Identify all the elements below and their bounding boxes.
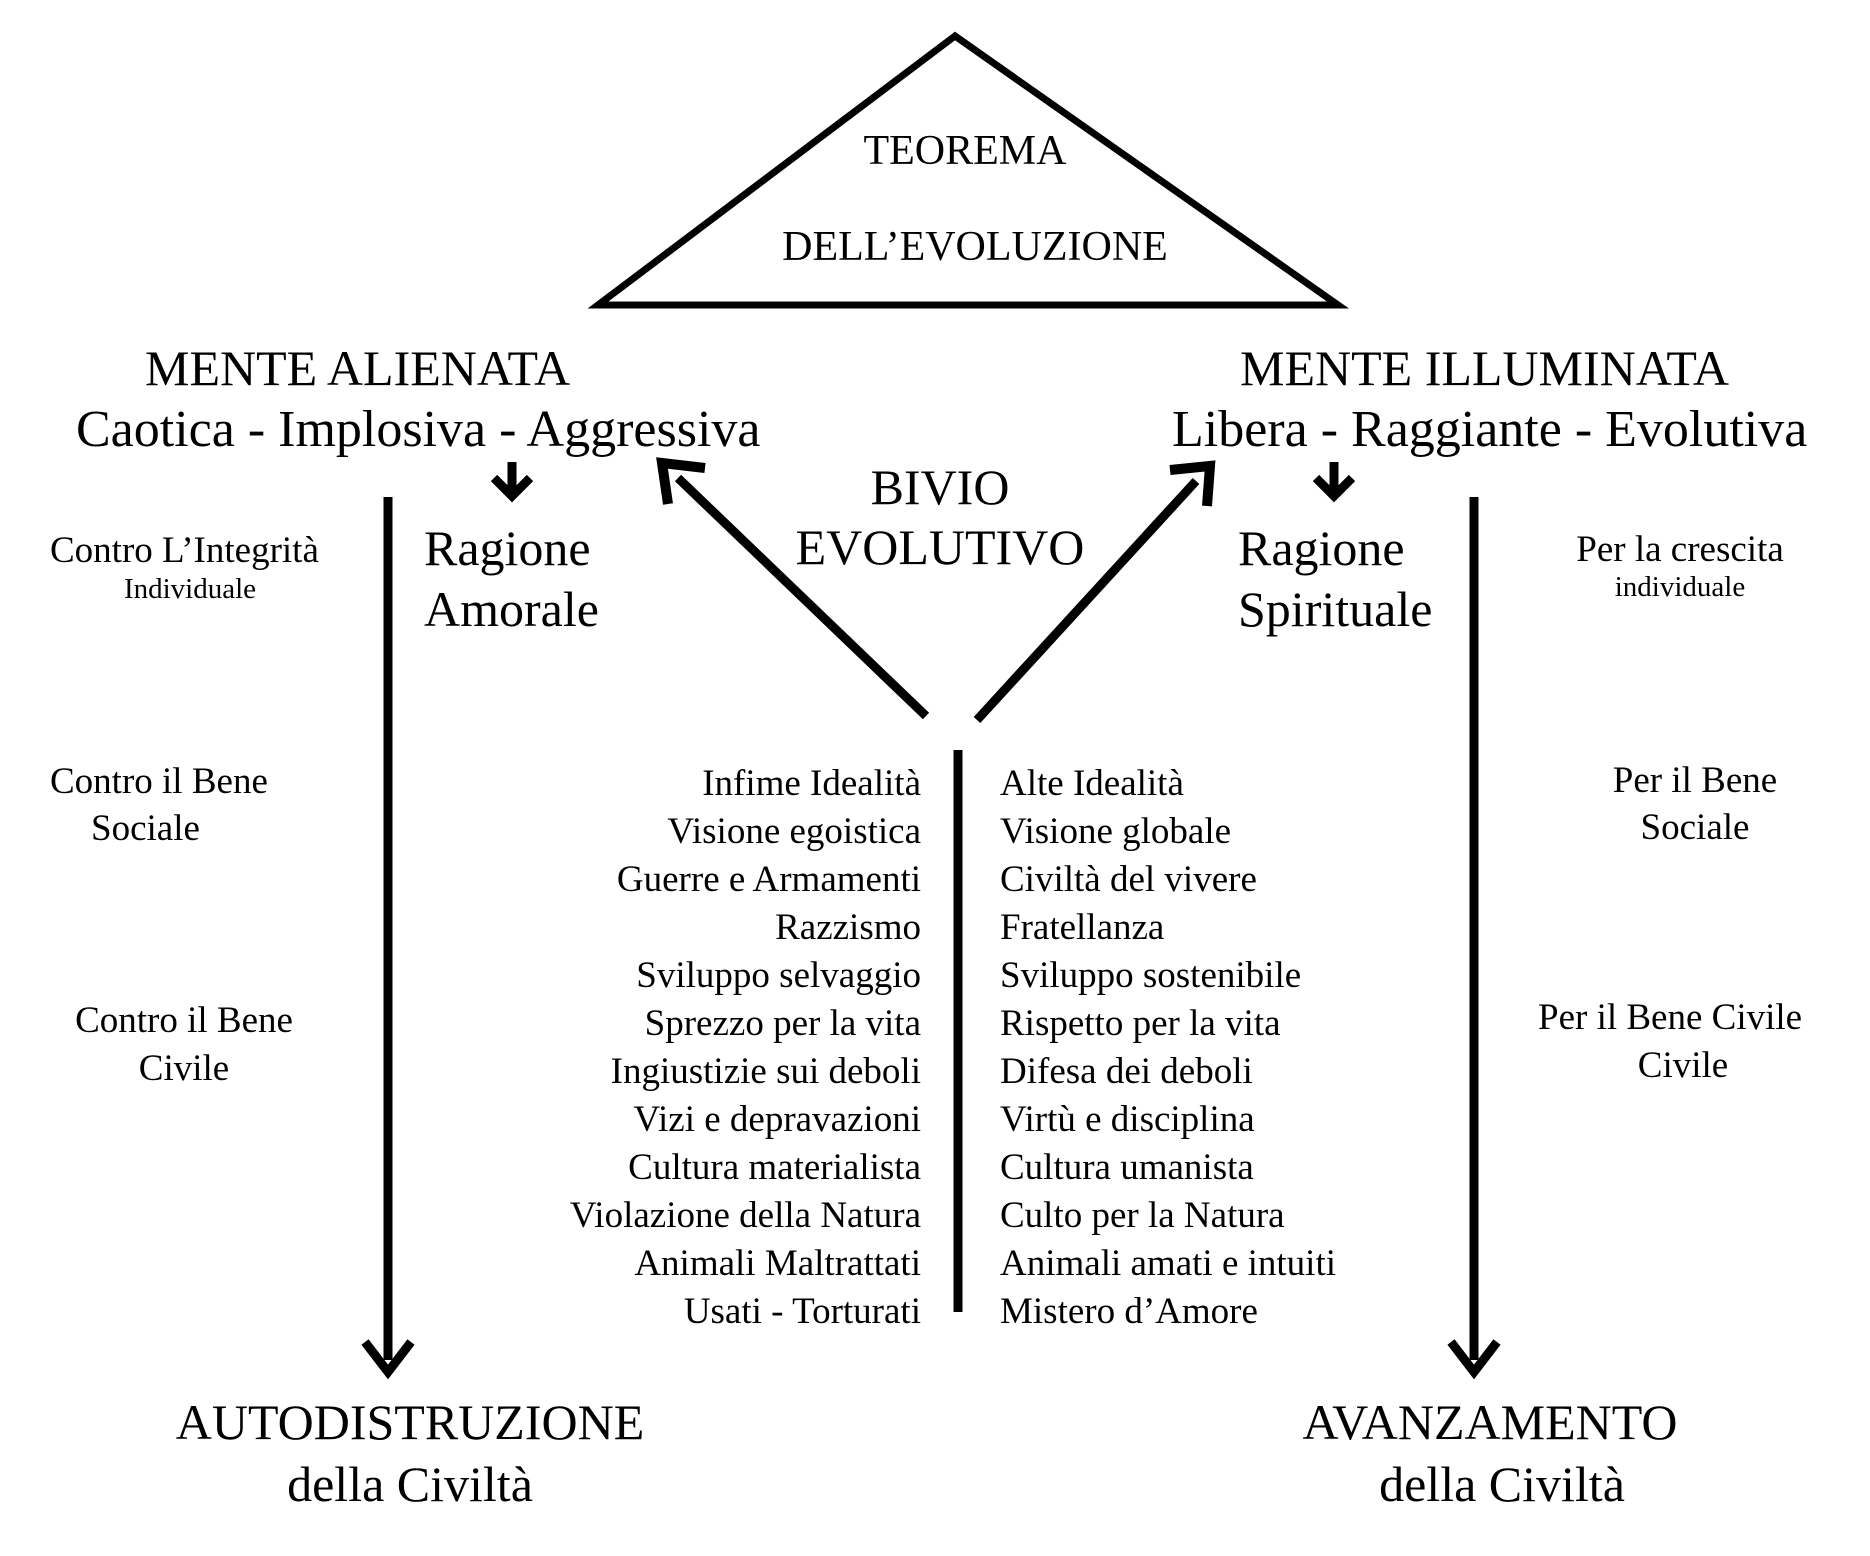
right-trait-item: Fratellanza [1000, 907, 1165, 948]
left-trait-item: Visione egoistica [667, 811, 921, 852]
right-side-label-1-line-1: Per la crescita [1576, 529, 1784, 570]
right-trait-item: Alte Idealità [1000, 763, 1184, 804]
left-trait-item: Razzismo [775, 907, 921, 948]
right-trait-item: Virtù e disciplina [1000, 1099, 1255, 1140]
right-down-arrow-head [1447, 1339, 1501, 1380]
right-side-label-2-line-2: Sociale [1640, 807, 1750, 848]
right-trait-item: Rispetto per la vita [1000, 1003, 1281, 1044]
left-side-label-3-line-2: Civile [138, 1048, 230, 1089]
diagonal-arrow-left-head [656, 457, 706, 505]
left-heading: MENTE ALIENATA [145, 340, 571, 396]
left-outcome-line-1: AUTODISTRUZIONE [175, 1394, 645, 1450]
left-side-label-2-line-1: Contro il Bene [50, 761, 268, 802]
left-subheading: Caotica - Implosiva - Aggressiva [76, 401, 761, 458]
center-label-line-1: BIVIO [870, 459, 1010, 515]
right-trait-item: Difesa dei deboli [1000, 1051, 1253, 1092]
right-outcome-line-2: della Civiltà [1379, 1456, 1625, 1512]
right-trait-item: Cultura umanista [1000, 1147, 1254, 1188]
right-side-label-2-line-1: Per il Bene [1612, 760, 1778, 801]
right-traits-list: Alte Idealità Visione globale Civiltà de… [1000, 760, 1460, 1336]
left-reason-line-2: Amorale [424, 581, 599, 637]
left-trait-item: Usati - Torturati [683, 1291, 921, 1332]
left-trait-item: Sprezzo per la vita [644, 1003, 921, 1044]
left-side-label-3-line-1: Contro il Bene [75, 1000, 293, 1041]
left-small-arrow-head [490, 474, 534, 503]
left-trait-item: Vizi e depravazioni [633, 1099, 921, 1140]
left-traits-list: Infime Idealità Visione egoistica Guerre… [420, 760, 921, 1336]
diagonal-arrow-right-shaft [973, 477, 1200, 724]
title-line-1: TEOREMA [863, 128, 1067, 174]
right-side-label-3-line-2: Civile [1637, 1045, 1729, 1086]
left-trait-item: Ingiustizie sui deboli [610, 1051, 921, 1092]
center-label-line-2: EVOLUTIVO [795, 519, 1085, 575]
left-side-label-1-line-2: Individuale [123, 573, 257, 605]
title-line-2: DELL’EVOLUZIONE [782, 224, 1168, 270]
right-subheading: Libera - Raggiante - Evolutiva [1172, 401, 1808, 458]
right-trait-item: Sviluppo sostenibile [1000, 955, 1302, 996]
right-trait-item: Civiltà del vivere [1000, 859, 1257, 900]
left-trait-item: Cultura materialista [628, 1147, 921, 1188]
right-trait-item: Visione globale [1000, 811, 1232, 852]
left-trait-item: Sviluppo selvaggio [636, 955, 921, 996]
left-reason-line-1: Ragione [424, 520, 591, 576]
left-side-label-2-line-2: Sociale [91, 808, 200, 849]
right-small-arrow-head [1312, 474, 1356, 503]
left-side-label-1-line-1: Contro L’Integrità [50, 530, 319, 571]
right-trait-item: Mistero d’Amore [1000, 1291, 1258, 1332]
right-side-label-3-line-1: Per il Bene Civile [1538, 997, 1803, 1038]
diagonal-arrow-left-shaft [674, 474, 930, 720]
left-down-arrow-head [361, 1339, 415, 1380]
right-reason-line-1: Ragione [1238, 520, 1405, 576]
left-trait-item: Violazione della Natura [569, 1195, 921, 1236]
right-heading: MENTE ILLUMINATA [1240, 340, 1729, 396]
left-trait-item: Animali Maltrattati [634, 1243, 921, 1284]
right-outcome-line-1: AVANZAMENTO [1302, 1394, 1678, 1450]
right-trait-item: Animali amati e intuiti [1000, 1243, 1337, 1284]
right-side-label-1-line-2: individuale [1614, 571, 1746, 603]
left-trait-item: Infime Idealità [702, 763, 921, 804]
left-outcome-line-2: della Civiltà [287, 1456, 533, 1512]
left-trait-item: Guerre e Armamenti [616, 859, 921, 900]
diagonal-arrow-right-head [1169, 460, 1216, 507]
right-trait-item: Culto per la Natura [1000, 1195, 1285, 1236]
title-triangle [587, 31, 1350, 309]
right-reason-line-2: Spirituale [1238, 581, 1433, 637]
